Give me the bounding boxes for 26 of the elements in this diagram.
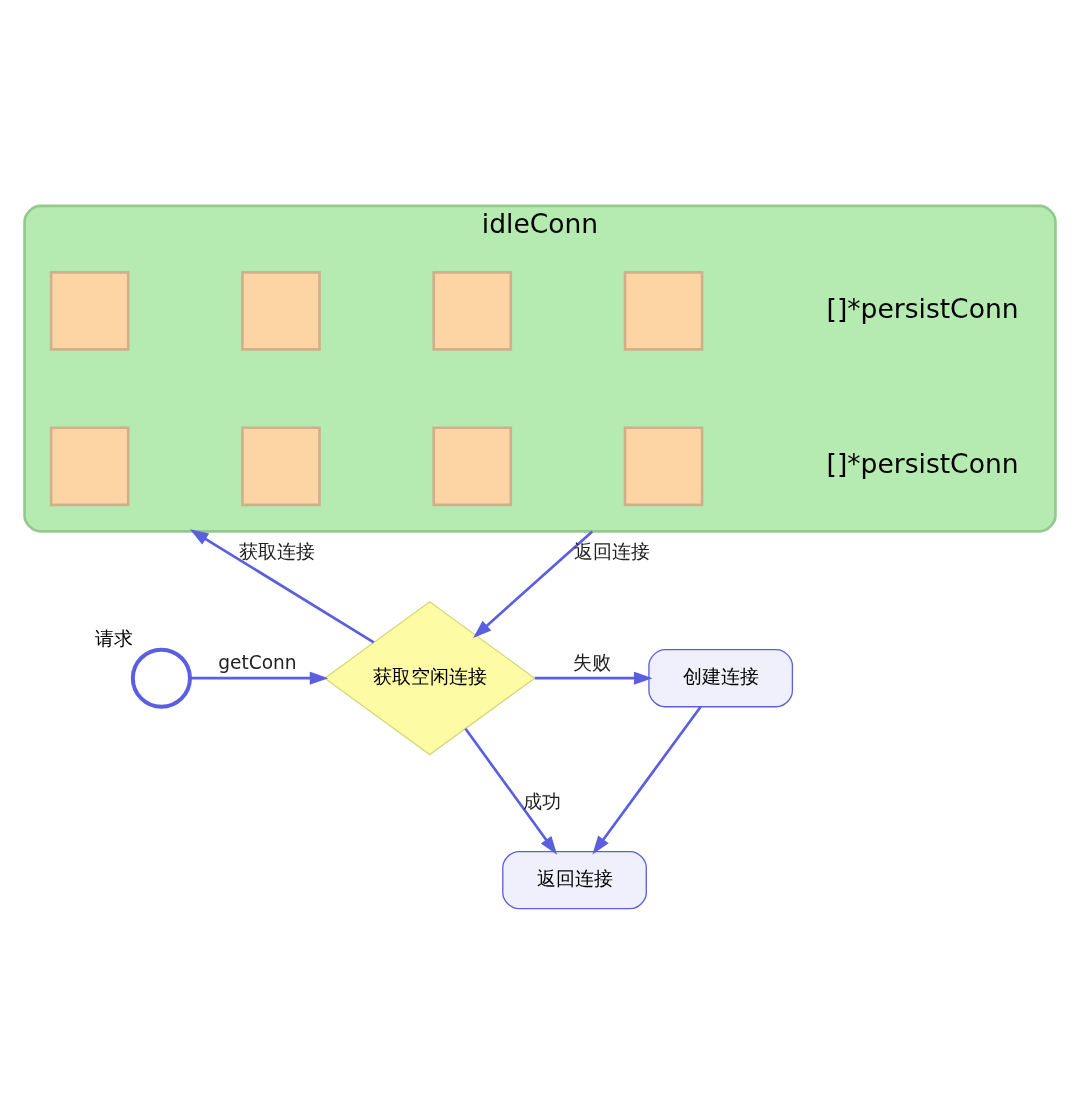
node-box xyxy=(241,426,321,507)
node-box xyxy=(623,426,704,507)
edge-label: getConn xyxy=(218,652,297,674)
node-box xyxy=(432,271,513,351)
node-box: 返回连接 xyxy=(502,850,647,910)
node-box xyxy=(623,271,704,351)
edge-label: 返回连接 xyxy=(573,541,650,563)
arrow xyxy=(592,706,702,855)
node-box xyxy=(241,271,321,351)
arrow xyxy=(190,671,329,685)
node-box xyxy=(432,426,513,507)
node-person xyxy=(130,647,192,709)
node-diamond: 获取空闲连接 xyxy=(323,601,536,756)
edge-label: 成功 xyxy=(522,790,561,812)
arrow xyxy=(534,671,653,685)
label: []*persistConn xyxy=(826,292,1019,324)
arrow xyxy=(464,728,558,855)
arrow xyxy=(473,530,594,639)
edge-label: 获取连接 xyxy=(238,541,315,563)
node-box: 创建连接 xyxy=(648,648,794,708)
node-box xyxy=(49,271,130,351)
label: []*persistConn xyxy=(826,447,1019,479)
node-box xyxy=(49,426,130,507)
arrow xyxy=(189,529,375,644)
node-label: 请求 xyxy=(94,627,133,649)
edge-label: 失败 xyxy=(572,652,611,674)
